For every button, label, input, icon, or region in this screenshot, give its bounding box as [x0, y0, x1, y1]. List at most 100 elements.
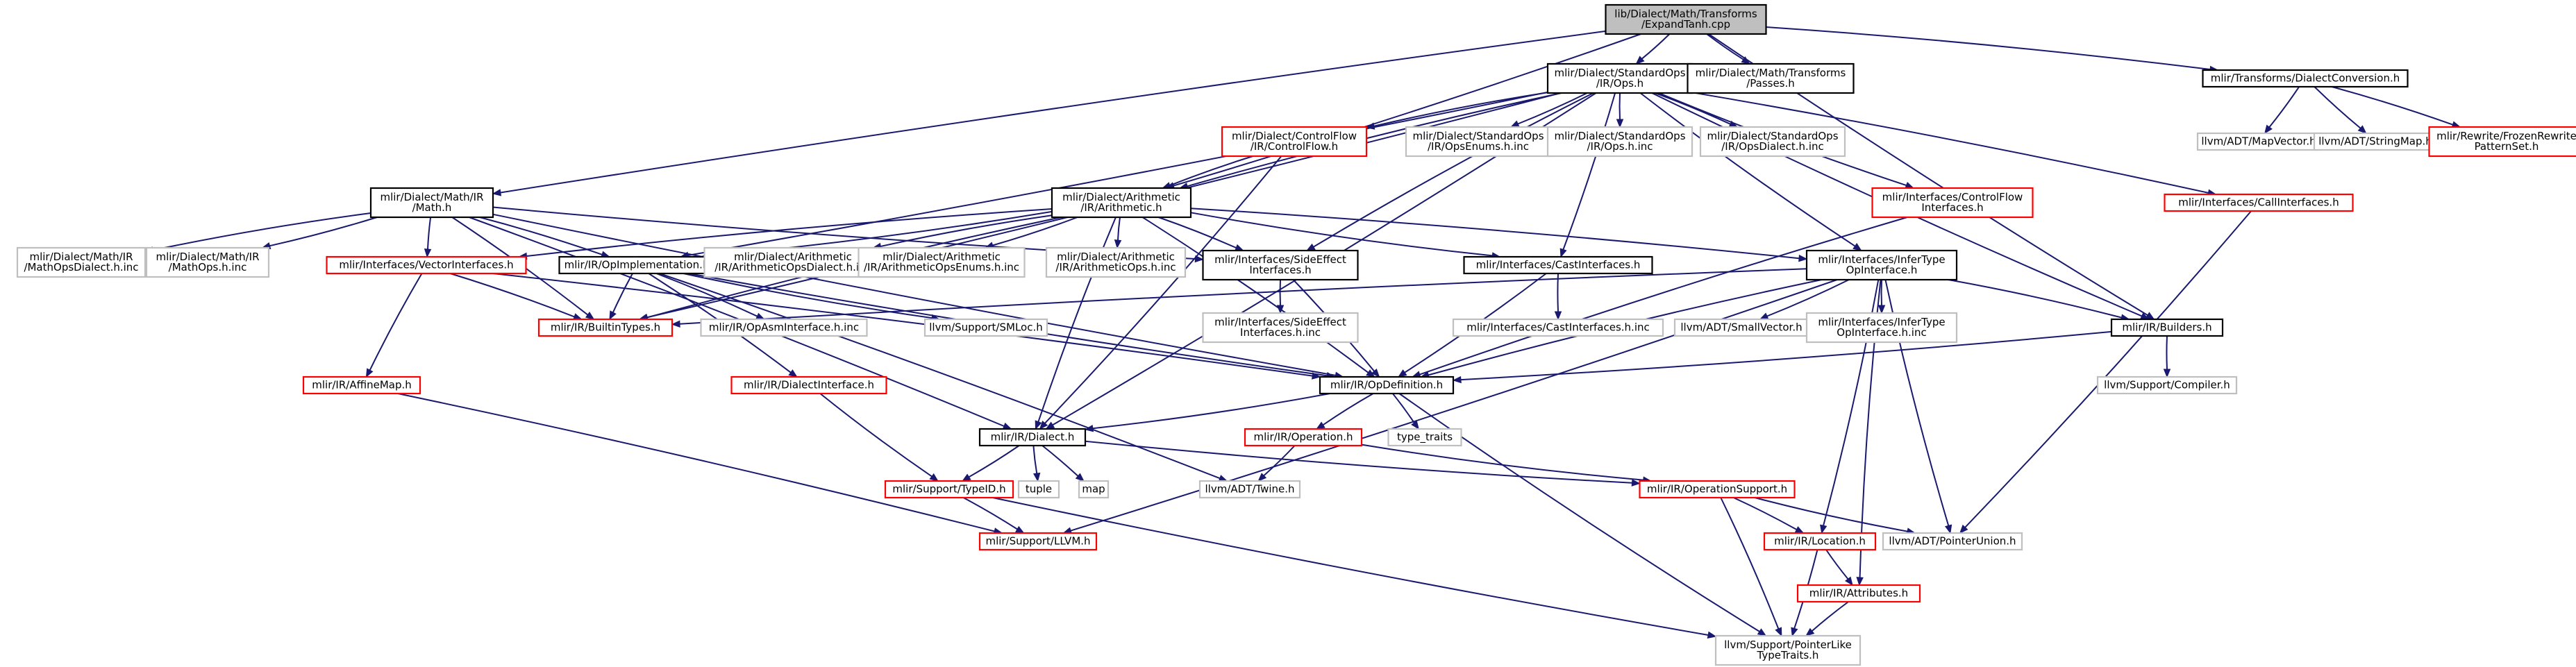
edge-line	[369, 273, 423, 371]
node-mathops[interactable]: mlir/Dialect/Math/IR/MathOps.h.inc	[145, 246, 270, 278]
node-opsdialect[interactable]: mlir/Dialect/StandardOps/IR/OpsDialect.h…	[1699, 126, 1846, 158]
node-label: mlir/Dialect/StandardOps	[1707, 130, 1838, 142]
edge-opdefinition-to-typetraits	[1392, 393, 1419, 430]
edge-opdefinition-to-pointerlike	[1398, 393, 1767, 636]
node-arithopsdialect[interactable]: mlir/Dialect/Arithmetic/IR/ArithmeticOps…	[703, 246, 883, 278]
node-label: mlir/Dialect/Math/IR	[29, 251, 133, 263]
edge-line	[1641, 33, 1671, 60]
edge-line	[1557, 273, 1559, 312]
arrow-head	[1959, 524, 1968, 534]
node-passes[interactable]: mlir/Dialect/Math/Transforms/Passes.h	[1687, 62, 1855, 94]
node-vectorinterfaces[interactable]: mlir/Interfaces/VectorInterfaces.h	[326, 255, 527, 275]
node-label: llvm/ADT/MapVector.h	[2201, 135, 2316, 148]
edge-typeid-to-pointerlike	[992, 497, 1717, 639]
arrow-head	[1635, 56, 1645, 65]
arrow-head	[1554, 311, 1562, 321]
arrow-head	[2264, 124, 2273, 135]
node-box	[1714, 634, 1862, 666]
edge-line	[1398, 393, 1760, 632]
node-box	[1221, 126, 1368, 158]
node-smloc[interactable]: llvm/Support/SMLoc.h	[923, 318, 1048, 337]
node-box	[2196, 132, 2321, 151]
edge-arith-to-arithops	[1114, 217, 1122, 249]
node-llvmh[interactable]: mlir/Support/LLVM.h	[978, 532, 1098, 551]
node-mathir[interactable]: mlir/Dialect/Math/IR/Math.h	[369, 187, 494, 219]
node-compiler[interactable]: llvm/Support/Compiler.h	[2096, 375, 2238, 395]
node-label: mlir/Dialect/Math/Transforms	[1696, 67, 1846, 79]
node-label: TypeTraits.h	[1757, 649, 1819, 661]
node-infertypeinc[interactable]: mlir/Interfaces/InferTypeOpInterface.h.i…	[1805, 312, 1958, 344]
node-opimpl[interactable]: mlir/IR/OpImplementation.h	[558, 255, 715, 275]
node-castinc[interactable]: mlir/Interfaces/CastInterfaces.h.inc	[1452, 318, 1664, 337]
node-mapvector[interactable]: llvm/ADT/MapVector.h	[2196, 132, 2321, 151]
edge-line	[1263, 445, 1296, 477]
edge-line	[1825, 549, 1849, 580]
node-affinemap[interactable]: mlir/IR/AffineMap.h	[302, 375, 421, 395]
node-arithopsenums[interactable]: mlir/Dialect/Arithmetic/IR/ArithmeticOps…	[858, 246, 1026, 278]
node-box	[2202, 69, 2409, 88]
node-controlflow[interactable]: mlir/Dialect/ControlFlow/IR/ControlFlow.…	[1221, 126, 1368, 158]
node-opsupport[interactable]: mlir/IR/OperationSupport.h	[1639, 480, 1796, 499]
edge-line	[450, 273, 575, 318]
node-callinterfaces[interactable]: mlir/Interfaces/CallInterfaces.h	[2164, 193, 2354, 212]
node-opshinc[interactable]: mlir/Dialect/StandardOps/IR/Ops.h.inc	[1546, 126, 1693, 158]
node-label: /IR/OpsDialect.h.inc	[1721, 140, 1824, 153]
edge-affinemap-to-llvmh	[397, 393, 1003, 535]
edge-builders-to-opdefinition	[1452, 330, 2112, 384]
node-label: mlir/Interfaces/SideEffect	[1214, 316, 1346, 328]
arrow-head	[1820, 524, 1828, 534]
node-attributes[interactable]: mlir/IR/Attributes.h	[1796, 584, 1921, 603]
node-typeid[interactable]: mlir/Support/TypeID.h	[884, 480, 1014, 499]
node-label: OpInterface.h.inc	[1837, 326, 1926, 339]
node-stdops[interactable]: mlir/Dialect/StandardOps/IR/Ops.h	[1546, 62, 1693, 94]
node-opsenums[interactable]: mlir/Dialect/StandardOps/IR/OpsEnums.h.i…	[1405, 126, 1552, 158]
node-pointerunion[interactable]: llvm/ADT/PointerUnion.h	[1882, 532, 2023, 551]
edge-line	[1141, 217, 1369, 373]
node-dialect[interactable]: mlir/IR/Dialect.h	[978, 428, 1087, 447]
arrow-head	[365, 368, 374, 378]
node-label: llvm/Support/PointerLike	[1724, 639, 1852, 651]
node-box	[1687, 62, 1855, 94]
arrow-head	[1845, 576, 1853, 586]
arrow-head	[929, 473, 939, 482]
node-builders[interactable]: mlir/IR/Builders.h	[2110, 318, 2224, 337]
node-arith[interactable]: mlir/Dialect/Arithmetic/IR/Arithmetic.h	[1051, 187, 1192, 219]
node-label: /IR/ArithmeticOpsDialect.h.inc	[714, 261, 871, 273]
node-box	[302, 375, 421, 395]
node-stringmap[interactable]: llvm/ADT/StringMap.h	[2313, 132, 2438, 151]
node-sideeffectinc[interactable]: mlir/Interfaces/SideEffectInterfaces.h.i…	[1202, 312, 1359, 344]
node-dialectinterface[interactable]: mlir/IR/DialectInterface.h	[730, 375, 887, 395]
node-box	[1605, 3, 1767, 35]
node-tuple[interactable]: tuple	[1017, 480, 1060, 499]
node-smallvector[interactable]: llvm/ADT/SmallVector.h	[1673, 318, 1809, 337]
node-opdefinition[interactable]: mlir/IR/OpDefinition.h	[1319, 375, 1455, 395]
edge-infertype-to-builders	[1948, 279, 2130, 321]
node-box	[1051, 187, 1192, 219]
node-operation[interactable]: mlir/IR/Operation.h	[1244, 428, 1363, 447]
node-builtintypes[interactable]: mlir/IR/BuiltinTypes.h	[537, 318, 674, 337]
node-label: mlir/Interfaces/InferType	[1818, 316, 1945, 328]
node-box	[1244, 428, 1363, 447]
node-typetraits[interactable]: type_traits	[1387, 428, 1462, 447]
node-map[interactable]: map	[1078, 480, 1110, 499]
arrow-head	[1775, 627, 1782, 637]
node-castinterfaces[interactable]: mlir/Interfaces/CastInterfaces.h	[1463, 255, 1653, 275]
node-box	[145, 246, 270, 278]
edge-opimpl-to-opasminterface	[655, 273, 765, 320]
node-dialectconv[interactable]: mlir/Transforms/DialectConversion.h	[2202, 69, 2409, 88]
node-twine[interactable]: llvm/ADT/Twine.h	[1198, 480, 1301, 499]
edge-line	[500, 30, 1606, 194]
node-label: mlir/Dialect/Arithmetic	[734, 251, 852, 263]
node-opasminterface[interactable]: mlir/IR/OpAsmInterface.h.inc	[700, 318, 868, 337]
node-location[interactable]: mlir/IR/Location.h	[1763, 532, 1877, 551]
node-mathopsdialect[interactable]: mlir/Dialect/Math/IR/MathOpsDialect.h.in…	[16, 246, 147, 278]
node-arithops[interactable]: mlir/Dialect/Arithmetic/IR/ArithmeticOps…	[1045, 246, 1187, 278]
node-box	[884, 480, 1014, 499]
edge-sideeffect-to-sideeffectinc	[1276, 279, 1285, 314]
